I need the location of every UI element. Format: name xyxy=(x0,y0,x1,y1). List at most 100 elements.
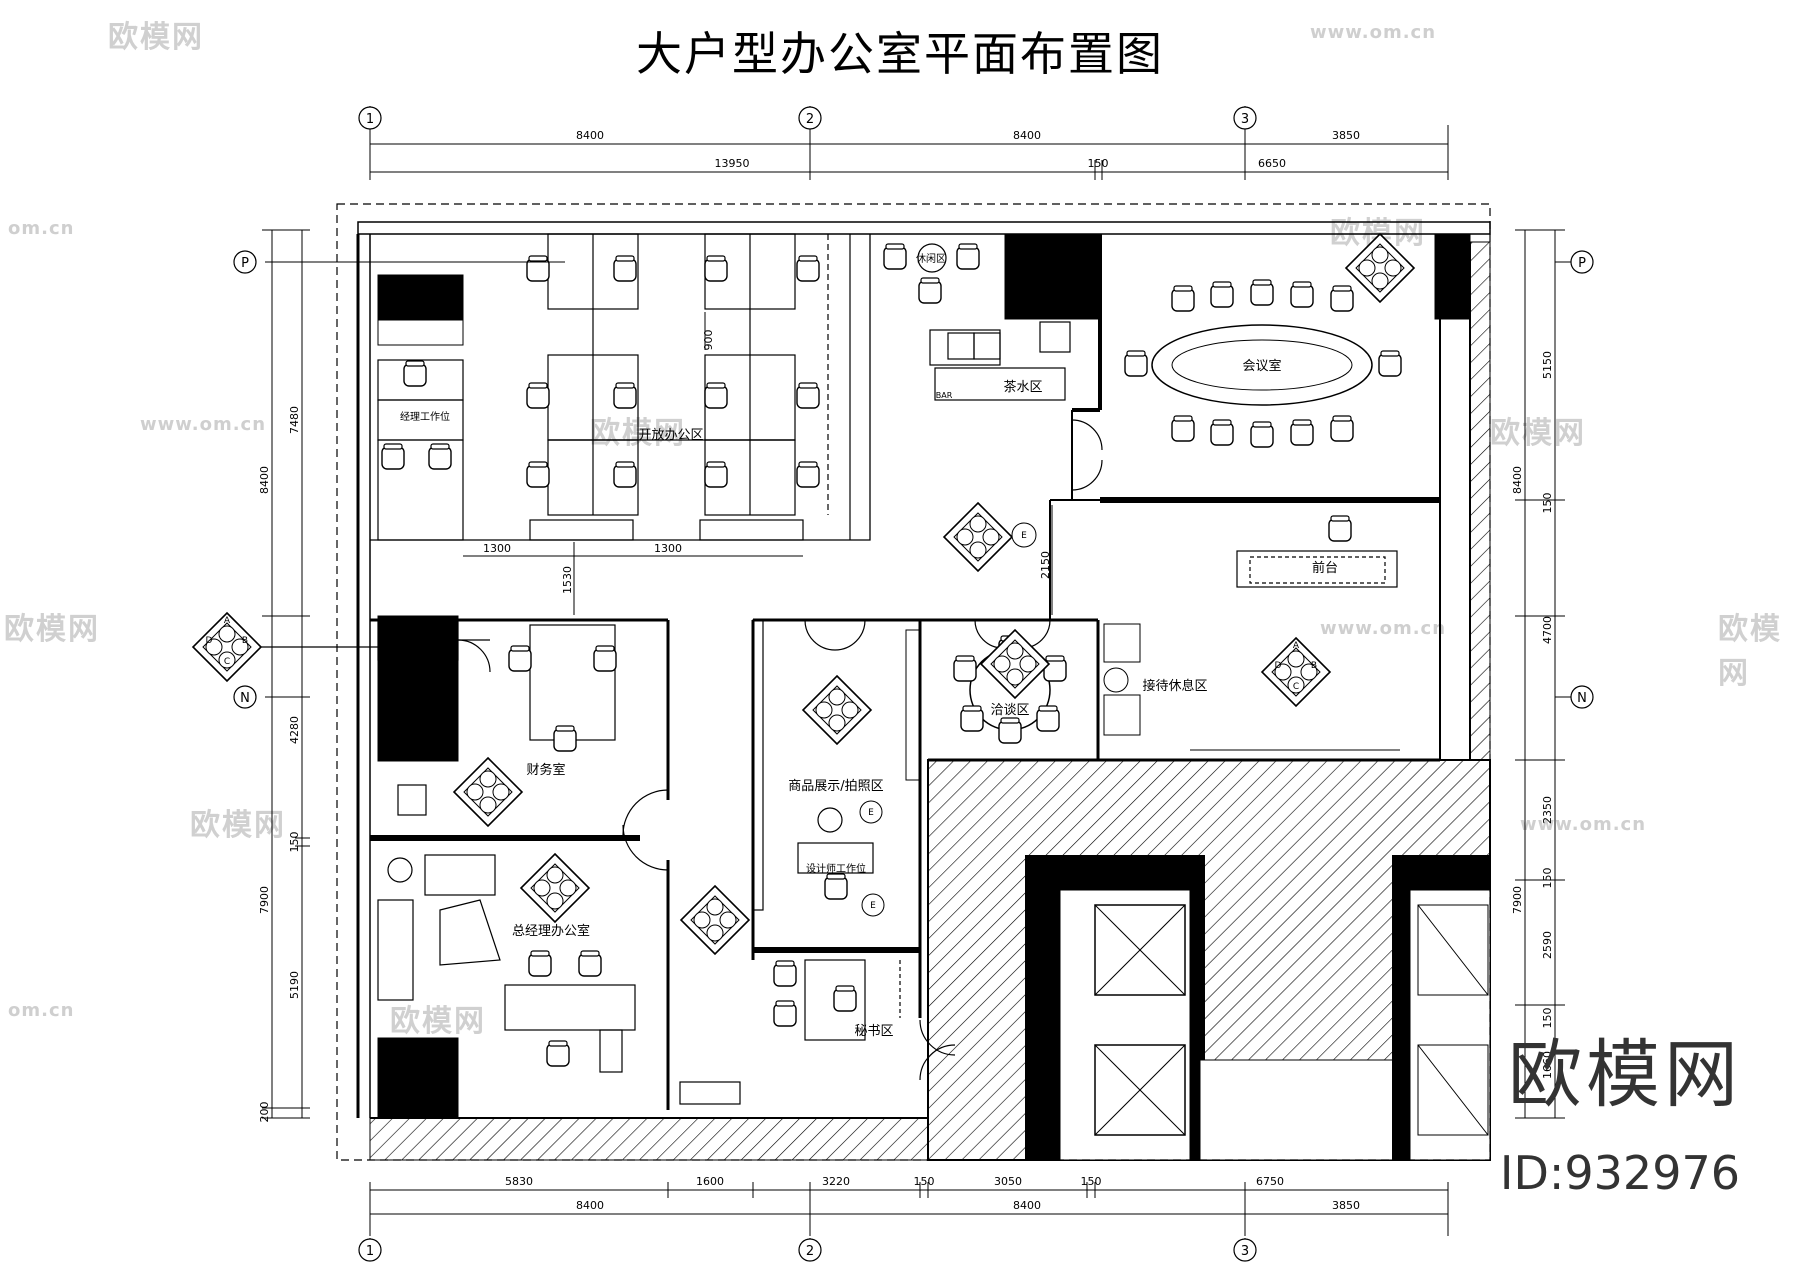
watermark-brand: 欧模网 xyxy=(108,20,204,55)
open-office-furniture xyxy=(377,233,851,541)
svg-text:A: A xyxy=(1293,641,1300,651)
room-label-open-office: 开放办公区 xyxy=(638,428,703,443)
svg-text:150: 150 xyxy=(1541,1008,1554,1029)
svg-text:D: D xyxy=(1275,661,1282,671)
svg-text:150: 150 xyxy=(1541,868,1554,889)
svg-text:1: 1 xyxy=(366,112,374,127)
svg-text:150: 150 xyxy=(288,832,301,853)
index-letters: A B C D A B C D E E E xyxy=(206,531,1318,911)
door-swings xyxy=(457,419,1103,1081)
svg-text:7900: 7900 xyxy=(258,886,271,914)
finance-furniture xyxy=(377,619,617,816)
svg-text:200: 200 xyxy=(258,1102,271,1123)
room-labels: 开放办公区 经理工作位 会议室 茶水区 休闲区 BAR 前台 资料室 财务室 商… xyxy=(400,252,1338,1039)
svg-text:8400: 8400 xyxy=(1013,129,1041,142)
svg-text:150: 150 xyxy=(1088,157,1109,170)
watermark-url: om.cn xyxy=(8,1000,75,1021)
svg-text:3850: 3850 xyxy=(1332,129,1360,142)
svg-text:N: N xyxy=(1577,691,1587,706)
index-symbols xyxy=(192,233,1415,955)
meeting-table xyxy=(1124,279,1402,448)
watermark-brand: 欧模网 xyxy=(1718,612,1782,691)
watermark-logo-text: 欧模网 xyxy=(1508,1032,1742,1118)
dimension-lines xyxy=(262,106,1580,1252)
room-label-waiting: 接待休息区 xyxy=(1142,678,1207,694)
svg-text:150: 150 xyxy=(1081,1175,1102,1188)
svg-text:150: 150 xyxy=(914,1175,935,1188)
reception-desk xyxy=(1236,515,1398,588)
svg-text:4700: 4700 xyxy=(1541,616,1554,644)
room-label-manager-ws: 经理工作位 xyxy=(400,410,450,423)
svg-text:3850: 3850 xyxy=(1332,1199,1360,1212)
room-label-gm-office: 总经理办公室 xyxy=(512,923,590,939)
svg-text:2150: 2150 xyxy=(1039,551,1052,579)
svg-text:N: N xyxy=(240,691,250,706)
grid-axis-bubbles xyxy=(233,106,1594,1262)
svg-text:7480: 7480 xyxy=(288,406,301,434)
room-label-meeting: 会议室 xyxy=(1242,358,1281,374)
svg-text:E: E xyxy=(870,901,876,911)
watermark-url: www.om.cn xyxy=(140,414,267,435)
room-label-display: 商品展示/拍照区 xyxy=(788,779,883,794)
room-label-finance: 财务室 xyxy=(526,762,565,778)
watermark-brand: 欧模网 xyxy=(590,416,686,451)
room-label-rest: 休闲区 xyxy=(916,252,946,265)
svg-text:8400: 8400 xyxy=(576,129,604,142)
svg-text:6650: 6650 xyxy=(1258,157,1286,170)
svg-text:8400: 8400 xyxy=(258,466,271,494)
svg-text:6750: 6750 xyxy=(1256,1175,1284,1188)
svg-text:3220: 3220 xyxy=(822,1175,850,1188)
svg-text:1530: 1530 xyxy=(561,566,574,594)
svg-text:1: 1 xyxy=(366,1244,374,1259)
watermark-url: www.om.cn xyxy=(1310,22,1437,43)
svg-text:150: 150 xyxy=(1541,493,1554,514)
rest-area-chairs xyxy=(883,243,980,304)
svg-text:4280: 4280 xyxy=(288,716,301,744)
svg-text:5190: 5190 xyxy=(288,971,301,999)
dimension-texts: 8400 8400 3850 13950 150 6650 5830 1600 … xyxy=(258,129,1554,1212)
svg-text:5150: 5150 xyxy=(1541,351,1554,379)
watermark-brand: 欧模网 xyxy=(1490,416,1586,451)
building-walls xyxy=(336,203,1491,1161)
svg-text:1300: 1300 xyxy=(483,542,511,555)
svg-text:2: 2 xyxy=(806,1244,814,1259)
svg-text:8400: 8400 xyxy=(576,1199,604,1212)
drawing-title: 大户型办公室平面布置图 xyxy=(636,27,1164,81)
grid-axis-labels: 1 2 3 1 2 3 P P N N xyxy=(240,112,1587,1259)
svg-text:2: 2 xyxy=(806,112,814,127)
room-label-archive: 资料室 xyxy=(402,648,441,664)
room-label-bar: BAR xyxy=(936,391,953,400)
svg-text:5830: 5830 xyxy=(505,1175,533,1188)
tea-area-furniture xyxy=(917,243,1071,401)
svg-text:P: P xyxy=(1578,256,1586,271)
svg-text:D: D xyxy=(206,636,213,646)
room-label-reception: 前台 xyxy=(1312,560,1338,576)
room-label-secretary: 秘书区 xyxy=(854,1024,893,1039)
svg-text:8400: 8400 xyxy=(1511,466,1524,494)
watermark-url: www.om.cn xyxy=(1320,618,1447,639)
svg-text:8400: 8400 xyxy=(1013,1199,1041,1212)
room-label-tea: 茶水区 xyxy=(1003,379,1042,395)
room-label-designer-ws: 设计师工作位 xyxy=(806,862,866,875)
display-area-furniture xyxy=(752,619,874,911)
svg-text:900: 900 xyxy=(702,330,715,351)
svg-text:C: C xyxy=(1293,682,1299,692)
core-hatch xyxy=(369,241,1491,1161)
svg-text:7900: 7900 xyxy=(1511,886,1524,914)
watermark-url: om.cn xyxy=(8,218,75,239)
svg-text:B: B xyxy=(1311,661,1317,671)
svg-text:P: P xyxy=(241,256,249,271)
svg-text:A: A xyxy=(224,616,231,626)
watermark-brand: 欧模网 xyxy=(390,1004,486,1039)
svg-text:2350: 2350 xyxy=(1541,796,1554,824)
svg-text:1300: 1300 xyxy=(654,542,682,555)
svg-text:E: E xyxy=(1021,531,1027,541)
watermark-brand: 欧模网 xyxy=(4,612,100,647)
gm-office-furniture xyxy=(377,854,741,1105)
svg-text:1660: 1660 xyxy=(1541,1051,1554,1079)
svg-text:B: B xyxy=(242,636,248,646)
svg-text:1600: 1600 xyxy=(696,1175,724,1188)
secretary-furniture xyxy=(773,959,901,1041)
